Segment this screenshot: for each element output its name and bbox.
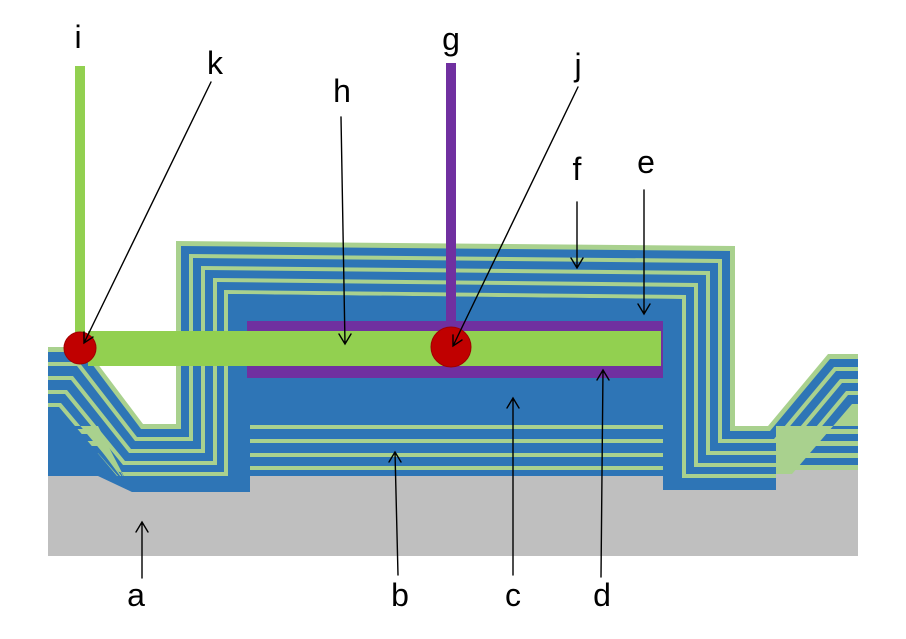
- arrow-c: [506, 396, 520, 576]
- arrow-e: [637, 189, 651, 316]
- arrow-h: [338, 116, 352, 346]
- label-f: f: [573, 151, 582, 187]
- label-e: e: [637, 144, 655, 180]
- layer-b-stripe: [250, 453, 663, 457]
- label-d: d: [593, 577, 611, 613]
- label-g: g: [442, 21, 460, 57]
- label-h: h: [333, 73, 351, 109]
- arrow-f: [570, 201, 584, 270]
- arrow-j: [452, 86, 579, 348]
- leader-arrows: [83, 81, 651, 579]
- arrow-b: [388, 450, 402, 576]
- label-k: k: [207, 45, 224, 81]
- label-b: b: [391, 577, 409, 613]
- arrow-k: [83, 81, 212, 345]
- contact-dot-j: [430, 326, 472, 368]
- green-electrode-h: [88, 331, 661, 366]
- layer-b-stripe: [250, 466, 663, 470]
- label-c: c: [505, 577, 521, 613]
- green-lead-i: [75, 66, 85, 350]
- label-j: j: [573, 47, 581, 83]
- label-i: i: [74, 19, 81, 55]
- layer-b-stripe: [250, 425, 663, 429]
- label-a: a: [127, 577, 145, 613]
- arrow-d: [596, 368, 610, 578]
- contact-dot-k: [63, 331, 97, 365]
- arrow-a: [135, 520, 149, 579]
- purple-lead-g: [446, 63, 456, 331]
- layer-b-stripe: [250, 439, 663, 443]
